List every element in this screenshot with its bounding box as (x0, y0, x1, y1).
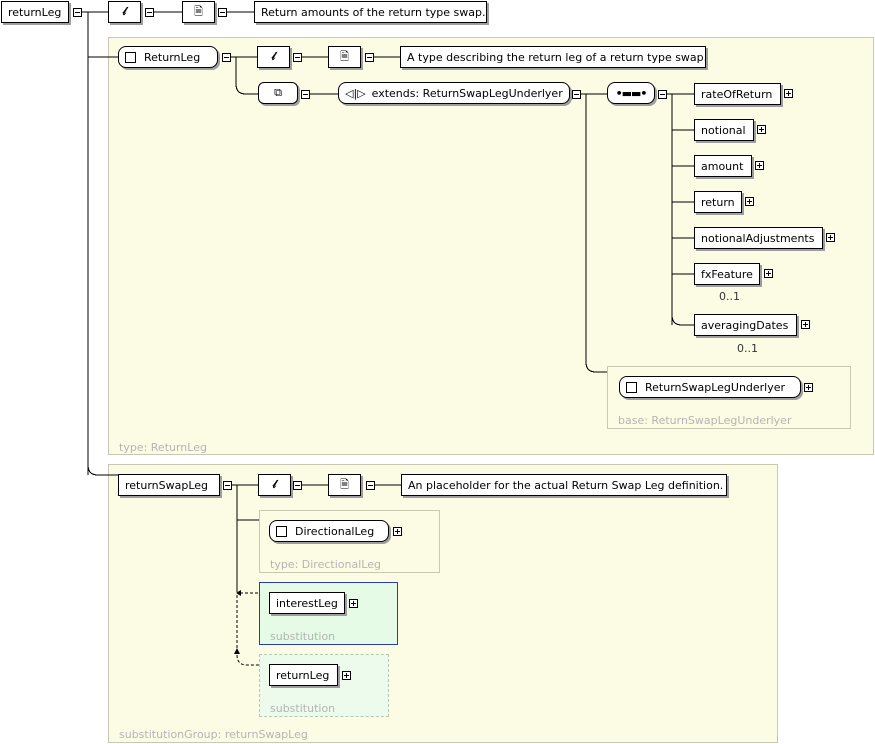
sequence-compositor[interactable]: •▬▬• (607, 82, 655, 104)
expand-toggle[interactable] (801, 320, 810, 329)
sequence-icon: •▬▬• (615, 86, 648, 100)
collapse-toggle[interactable] (293, 53, 302, 62)
paperclip-icon: 𝓁 (272, 478, 277, 491)
element-interestleg[interactable]: interestLeg (269, 592, 345, 614)
collapse-toggle[interactable] (218, 8, 227, 17)
complex-type-icon (125, 51, 136, 63)
documentation-text: A type describing the return leg of a re… (400, 46, 707, 68)
collapse-toggle[interactable] (222, 53, 231, 62)
element-returnleg[interactable]: returnLeg (1, 1, 69, 23)
return-swap-leg-panel: substitutionGroup: returnSwapLeg (108, 464, 778, 743)
element-notional[interactable]: notional (694, 119, 754, 141)
annotation-node[interactable]: 𝓁 (108, 1, 141, 23)
extension-icon: ◁|▷ (345, 86, 366, 100)
expand-toggle[interactable] (349, 599, 358, 608)
occurrence-label: 0..1 (719, 290, 740, 303)
scroll-icon: 🗎 (340, 477, 349, 491)
scroll-icon: 🗎 (340, 49, 349, 63)
substitution-caption: substitution (270, 702, 336, 715)
collapse-toggle[interactable] (658, 90, 667, 99)
collapse-toggle[interactable] (366, 481, 375, 490)
documentation-text: Return amounts of the return type swap. (254, 1, 487, 23)
collapse-toggle[interactable] (293, 481, 302, 490)
complex-type-directionalleg[interactable]: DirectionalLeg (269, 520, 389, 542)
expand-toggle[interactable] (826, 233, 835, 242)
collapse-toggle[interactable] (145, 8, 154, 17)
element-notionaladjustments[interactable]: notionalAdjustments (694, 227, 823, 249)
extension-label: extends: ReturnSwapLegUnderlyer (371, 86, 563, 100)
documentation-text: An placeholder for the actual Return Swa… (401, 474, 727, 496)
expand-toggle[interactable] (745, 197, 754, 206)
complex-type-returnswaplegunderlyer[interactable]: ReturnSwapLegUnderlyer (619, 376, 801, 398)
documentation-node[interactable]: 🗎 (182, 1, 215, 23)
paperclip-icon: 𝓁 (122, 5, 127, 18)
paperclip-icon: 𝓁 (271, 50, 276, 63)
element-label: returnLeg (8, 5, 62, 19)
type-caption: type: ReturnLeg (119, 441, 207, 454)
element-amount[interactable]: amount (694, 155, 752, 177)
complex-content-node[interactable]: ⧉ (258, 82, 298, 104)
substitution-caption: substitution (270, 630, 336, 643)
collapse-toggle[interactable] (572, 90, 581, 99)
expand-toggle[interactable] (804, 383, 813, 392)
element-returnswapleg[interactable]: returnSwapLeg (118, 474, 220, 496)
complex-content-icon: ⧉ (274, 86, 282, 99)
substitution-group-caption: substitutionGroup: returnSwapLeg (119, 728, 308, 741)
collapse-toggle[interactable] (73, 8, 82, 17)
type-label: ReturnLeg (144, 50, 201, 64)
expand-toggle[interactable] (755, 161, 764, 170)
extension-node[interactable]: ◁|▷ extends: ReturnSwapLegUnderlyer (338, 82, 570, 104)
expand-toggle[interactable] (393, 527, 402, 536)
scroll-icon: 🗎 (194, 4, 203, 18)
base-caption: base: ReturnSwapLegUnderlyer (618, 414, 792, 427)
element-averagingdates[interactable]: averagingDates (694, 314, 797, 336)
expand-toggle[interactable] (342, 671, 351, 680)
collapse-toggle[interactable] (301, 90, 310, 99)
documentation-node[interactable]: 🗎 (328, 474, 361, 496)
documentation-node[interactable]: 🗎 (328, 46, 361, 68)
expand-toggle[interactable] (757, 125, 766, 134)
annotation-node[interactable]: 𝓁 (257, 46, 290, 68)
element-rateofreturn[interactable]: rateOfReturn (694, 83, 781, 105)
expand-toggle[interactable] (784, 89, 793, 98)
element-returnleg-substitution[interactable]: returnLeg (269, 664, 338, 686)
directional-leg-type-caption: type: DirectionalLeg (270, 558, 381, 571)
complex-type-icon (626, 381, 637, 393)
complex-type-icon (276, 525, 287, 537)
collapse-toggle[interactable] (365, 53, 374, 62)
collapse-toggle[interactable] (223, 481, 232, 490)
expand-toggle[interactable] (764, 269, 773, 278)
annotation-node[interactable]: 𝓁 (258, 474, 291, 496)
element-return[interactable]: return (694, 191, 742, 213)
complex-type-returnleg[interactable]: ReturnLeg (118, 46, 218, 68)
element-fxfeature[interactable]: fxFeature (694, 263, 760, 285)
occurrence-label: 0..1 (737, 342, 758, 355)
